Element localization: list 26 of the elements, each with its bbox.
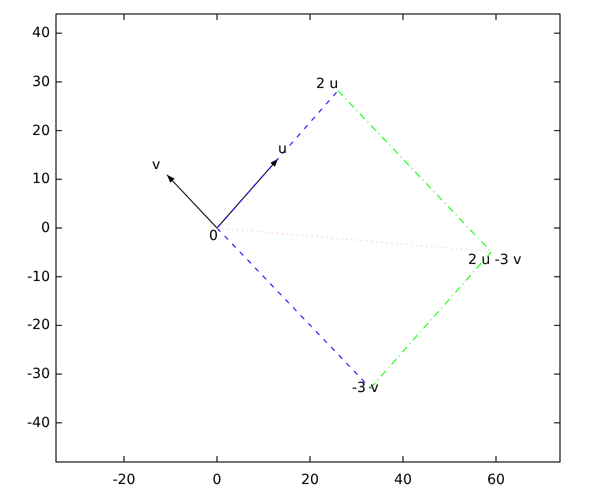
tick-label: -30 <box>27 366 50 382</box>
connector-line <box>216 228 492 252</box>
connector-line <box>370 251 492 389</box>
point-label: v <box>152 157 167 175</box>
tick-label: 20 <box>300 472 320 488</box>
tick-label: -10 <box>27 268 50 285</box>
point-label: u <box>278 141 292 159</box>
point-label: 2 u -3 v <box>468 252 532 268</box>
tick-label: 60 <box>486 472 506 488</box>
point-label: -3 v <box>352 380 384 398</box>
tick-label: -20 <box>27 317 50 334</box>
tick-label: 0 <box>212 472 222 488</box>
tick-label: 40 <box>32 25 50 42</box>
connector-line <box>216 228 371 389</box>
point-label: 0 <box>209 228 225 244</box>
connector-line <box>216 90 338 228</box>
tick-label: 30 <box>32 74 50 90</box>
tick-label: -20 <box>112 472 136 488</box>
tick-label: 10 <box>32 171 50 188</box>
tick-label: 40 <box>393 472 413 488</box>
tick-label: -40 <box>27 414 50 431</box>
vector-arrow <box>166 174 218 228</box>
tick-label: 20 <box>32 122 50 139</box>
connector-line <box>337 90 492 252</box>
tick-label: 0 <box>41 220 50 236</box>
point-label: 2 u <box>316 76 342 92</box>
